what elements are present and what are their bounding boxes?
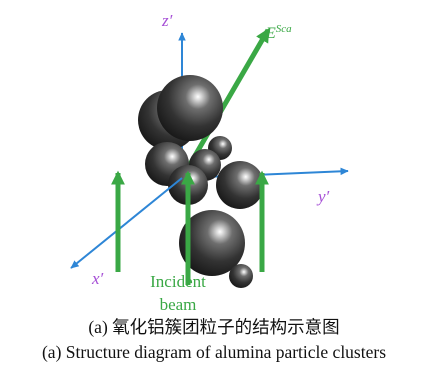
scatter-field-superscript: Sca — [276, 23, 292, 35]
scatter-field-label: ESca — [265, 23, 292, 42]
incident-beam-arrows — [111, 170, 269, 285]
particle-cluster — [138, 75, 264, 288]
particle — [216, 161, 264, 209]
x-axis — [70, 177, 183, 269]
particle — [179, 210, 245, 276]
x-axis-label: x′ — [91, 269, 104, 288]
particle — [157, 75, 223, 141]
caption-english: (a) Structure diagram of alumina particl… — [42, 342, 386, 362]
caption-chinese: (a) 氧化铝簇团粒子的结构示意图 — [88, 317, 339, 337]
incident-beam-label-line1: Incident — [150, 272, 206, 291]
incident-beam-label-line2: beam — [160, 295, 197, 314]
particle — [229, 264, 253, 288]
scatter-field-base: E — [265, 25, 276, 42]
y-axis-label: y′ — [316, 187, 330, 206]
z-axis-label: z′ — [161, 11, 173, 30]
